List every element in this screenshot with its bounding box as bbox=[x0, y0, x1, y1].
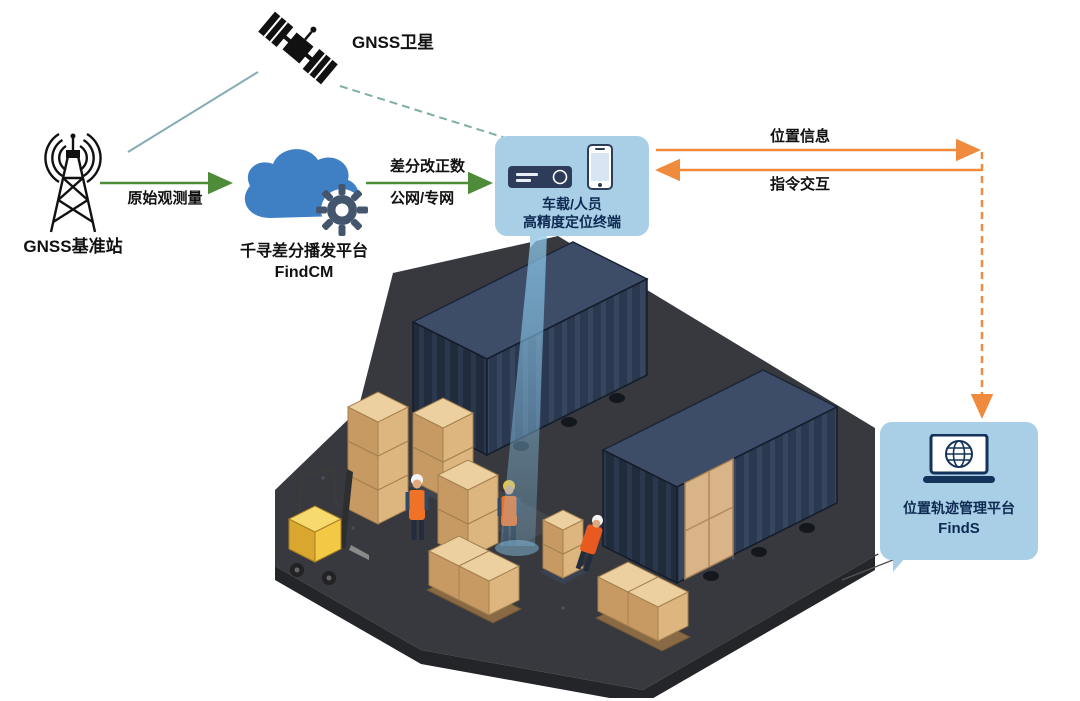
receiver-icon bbox=[508, 166, 572, 188]
management-bubble-tail bbox=[893, 558, 905, 572]
carton-stack-b bbox=[411, 397, 475, 497]
pallet-stack-e bbox=[594, 561, 692, 652]
cloud-gear-icon bbox=[244, 149, 368, 236]
satellite-to-terminal-dashed-line bbox=[339, 85, 513, 141]
pallet-stack-d bbox=[425, 535, 523, 624]
warehouse-scene bbox=[275, 234, 875, 698]
satellite-label: GNSS卫星 bbox=[352, 33, 435, 52]
cloud-platform-label-line2: FindCM bbox=[274, 264, 334, 281]
terminal-label-line2: 高精度定位终端 bbox=[523, 214, 621, 230]
worker-1 bbox=[405, 474, 429, 540]
command-interaction-label: 指令交互 bbox=[769, 176, 830, 193]
laptop-globe-icon bbox=[923, 434, 995, 483]
carton-stack-c bbox=[436, 459, 500, 559]
terminal-label-line1: 车载/人员 bbox=[542, 196, 602, 212]
management-label-line2: FindS bbox=[938, 520, 980, 537]
smartphone-icon bbox=[587, 144, 613, 190]
position-info-label: 位置信息 bbox=[769, 128, 830, 145]
radio-tower-icon bbox=[44, 132, 102, 233]
carton-stack-a bbox=[346, 391, 410, 525]
management-label-line1: 位置轨迹管理平台 bbox=[903, 500, 1015, 516]
shipping-container-2 bbox=[601, 369, 839, 585]
terminal-bubble-tail bbox=[530, 234, 542, 248]
positioning-beam bbox=[495, 234, 547, 556]
satellite-icon bbox=[258, 11, 338, 85]
forklift bbox=[287, 466, 369, 585]
pallet-jack bbox=[539, 509, 603, 584]
terminal-bubble: 车载/人员 高精度定位终端 bbox=[495, 136, 649, 236]
cloud-platform-label-line1: 千寻差分播发平台 bbox=[239, 243, 368, 260]
diff-correction-label-line1: 差分改正数 bbox=[390, 158, 466, 175]
management-platform-bubble: 位置轨迹管理平台 FindS bbox=[880, 422, 1038, 560]
base-station-label: GNSS基准站 bbox=[23, 237, 123, 256]
worker-3 bbox=[575, 514, 603, 573]
diff-correction-label-line2: 公网/专网 bbox=[390, 190, 455, 207]
raw-observation-label: 原始观测量 bbox=[127, 190, 203, 207]
